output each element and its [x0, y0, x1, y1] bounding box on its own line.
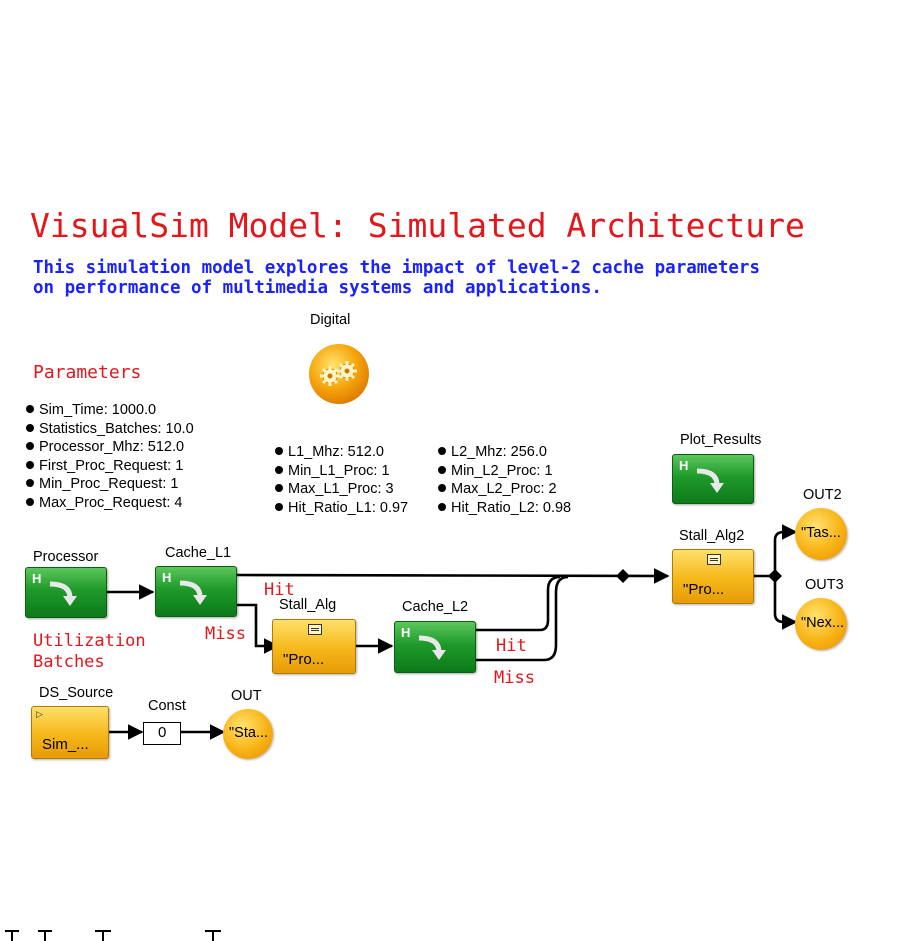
parameters-col-2: L1_Mhz: 512.0 Min_L1_Proc: 1 Max_L1_Proc…	[275, 443, 408, 517]
param-item: Hit_Ratio_L1: 0.97	[275, 499, 408, 518]
parameters-col-1: Sim_Time: 1000.0 Statistics_Batches: 10.…	[26, 401, 194, 513]
ds-source-block[interactable]: ▷ Sim_...	[31, 706, 109, 759]
param-item: Statistics_Batches: 10.0	[26, 420, 194, 439]
list-icon	[308, 624, 322, 635]
curved-arrow-icon	[696, 468, 724, 493]
out3-label: OUT3	[805, 577, 844, 593]
param-item: Min_L1_Proc: 1	[275, 462, 408, 481]
utilization-line-2: Batches	[33, 652, 105, 672]
relation-diamond	[616, 569, 630, 583]
param-item: L1_Mhz: 512.0	[275, 443, 408, 462]
wire-to-out3	[773, 576, 798, 630]
miss-label-l1: Miss	[205, 624, 246, 644]
plot-results-block[interactable]: H	[672, 454, 754, 504]
hit-label-l2: Hit	[496, 636, 527, 656]
param-item: Processor_Mhz: 512.0	[26, 438, 194, 457]
out2-label: OUT2	[803, 487, 842, 503]
stall-alg2-label: Stall_Alg2	[679, 528, 745, 544]
description-line-1: This simulation model explores the impac…	[33, 258, 760, 278]
ds-source-inner: Sim_...	[42, 736, 89, 753]
param-item: L2_Mhz: 256.0	[438, 443, 571, 462]
curved-arrow-icon	[49, 581, 77, 606]
cache-l2-block[interactable]: H	[394, 621, 476, 673]
h-icon: H	[162, 570, 172, 585]
param-item: Min_L2_Proc: 1	[438, 462, 571, 481]
list-icon	[707, 554, 721, 565]
description-line-2: on performance of multimedia systems and…	[33, 278, 602, 298]
wire-to-out2	[773, 524, 798, 576]
out-label: OUT	[231, 688, 262, 704]
stall-alg-block[interactable]: "Pro...	[272, 619, 356, 674]
wire-cache-l2-miss	[474, 575, 569, 662]
out2-inner: "Tas...	[801, 525, 841, 541]
gear-icon	[309, 344, 369, 404]
miss-label-l2: Miss	[494, 668, 535, 688]
plot-results-label: Plot_Results	[680, 432, 762, 448]
h-icon: H	[401, 625, 411, 640]
wire-cache-l2-hit	[474, 575, 561, 632]
out3-sink[interactable]: "Nex...	[795, 598, 847, 650]
utilization-batches-label: Utilization Batches	[33, 631, 146, 673]
param-item: Max_Proc_Request: 4	[26, 494, 194, 513]
const-label: Const	[148, 698, 186, 714]
out-inner: "Sta...	[229, 725, 268, 741]
curved-arrow-icon	[418, 635, 446, 660]
parameters-col-3: L2_Mhz: 256.0 Min_L2_Proc: 1 Max_L2_Proc…	[438, 443, 571, 517]
ds-source-label: DS_Source	[39, 685, 114, 701]
parameters-heading: Parameters	[33, 362, 142, 383]
param-item: First_Proc_Request: 1	[26, 457, 194, 476]
out2-sink[interactable]: "Tas...	[795, 508, 847, 560]
cache-l2-label: Cache_L2	[402, 599, 469, 615]
const-block[interactable]: 0	[143, 722, 181, 745]
curved-arrow-icon	[179, 580, 207, 605]
digital-director-block[interactable]	[308, 343, 370, 405]
out-sink[interactable]: "Sta...	[223, 709, 273, 759]
relation-diamond	[768, 569, 782, 583]
h-icon: H	[679, 458, 689, 473]
param-item: Min_Proc_Request: 1	[26, 475, 194, 494]
page-title: VisualSim Model: Simulated Architecture	[30, 206, 805, 245]
param-item: Hit_Ratio_L2: 0.98	[438, 499, 571, 518]
stall-alg-inner: "Pro...	[283, 651, 325, 668]
page-description: This simulation model explores the impac…	[33, 258, 760, 298]
h-icon: H	[32, 571, 42, 586]
param-item: Sim_Time: 1000.0	[26, 401, 194, 420]
out3-inner: "Nex...	[801, 615, 845, 631]
cropped-text-fragment	[5, 930, 221, 941]
hit-label-l1: Hit	[264, 580, 295, 600]
wire-cache-l1-hit	[234, 568, 670, 584]
digital-label: Digital	[310, 312, 351, 328]
cache-l1-block[interactable]: H	[155, 566, 237, 617]
processor-label: Processor	[33, 549, 99, 565]
param-item: Max_L1_Proc: 3	[275, 480, 408, 499]
param-item: Max_L2_Proc: 2	[438, 480, 571, 499]
const-value: 0	[158, 724, 167, 741]
wire-cache-l1-miss	[235, 603, 280, 654]
processor-block[interactable]: H	[25, 567, 107, 618]
stall-alg2-block[interactable]: "Pro...	[672, 549, 754, 604]
cache-l1-label: Cache_L1	[165, 545, 232, 561]
utilization-line-1: Utilization	[33, 631, 146, 651]
stall-alg2-inner: "Pro...	[683, 581, 725, 598]
stall-alg-label: Stall_Alg	[279, 597, 337, 613]
play-icon: ▷	[36, 709, 43, 719]
